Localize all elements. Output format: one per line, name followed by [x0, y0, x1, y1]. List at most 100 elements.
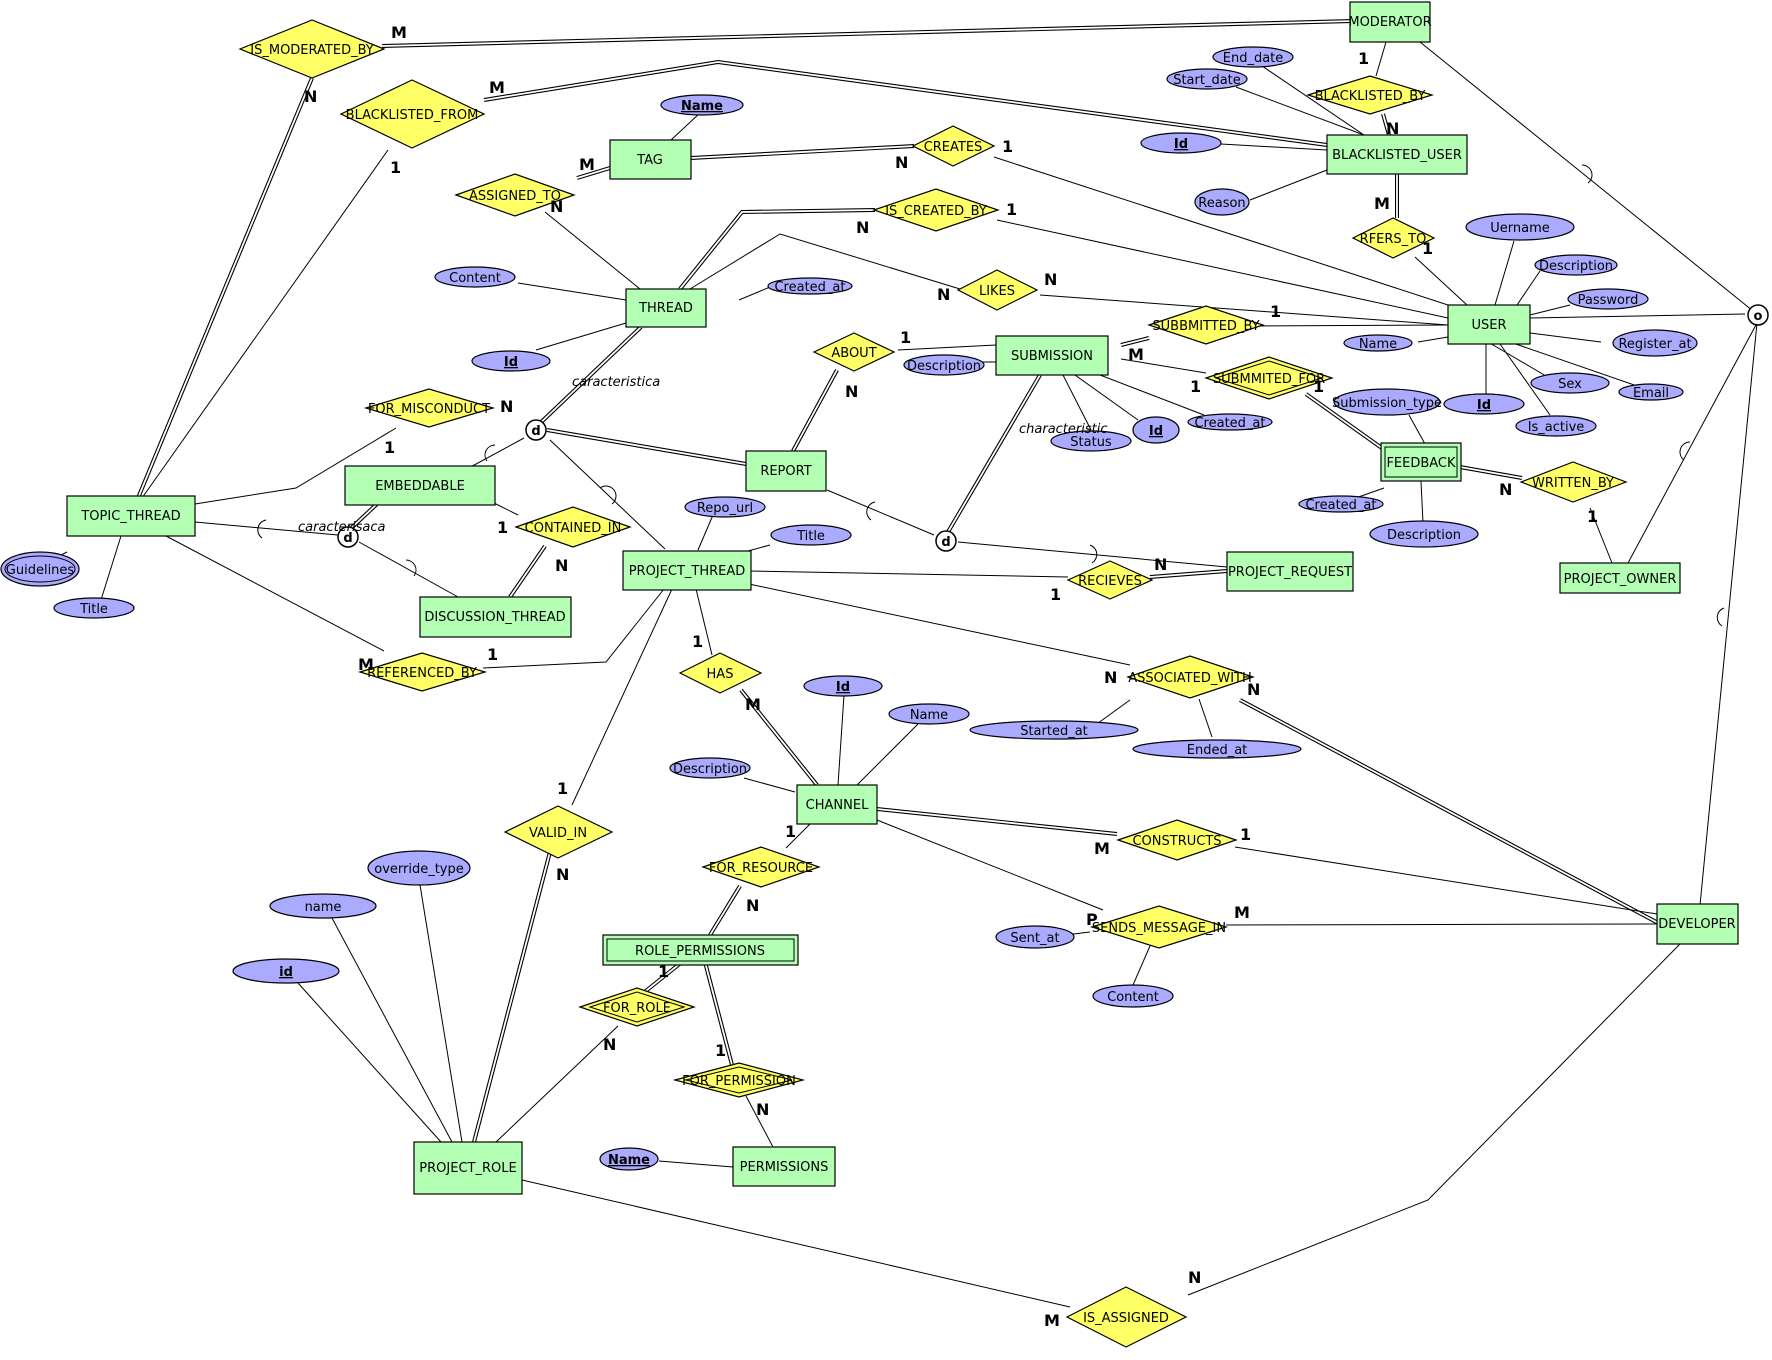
- rel-for-resource[interactable]: FOR_RESOURCE: [701, 846, 821, 888]
- attr-started-at[interactable]: Started_at: [969, 720, 1139, 740]
- rel-written-by[interactable]: WRITTEN_BY: [1519, 461, 1628, 503]
- attribute-label: Created_at: [1305, 498, 1376, 513]
- attr-role-name[interactable]: name: [269, 893, 377, 919]
- attr-guidelines[interactable]: Guidelines: [0, 551, 80, 587]
- attr-feedback-description[interactable]: Description: [1369, 520, 1479, 548]
- attr-user-id[interactable]: Id: [1443, 393, 1525, 415]
- rel-for-misconduct[interactable]: FOR_MISCONDUCT: [363, 388, 496, 428]
- rel-submmited-for[interactable]: SUBMMITED_FOR: [1204, 356, 1334, 400]
- rel-is-moderated-by[interactable]: IS_MODERATED_BY: [238, 19, 386, 79]
- rel-associated-with[interactable]: ASSOCIATED_WITH: [1126, 655, 1255, 699]
- attr-override-type[interactable]: override_type: [367, 850, 471, 886]
- attr-channel-description[interactable]: Description: [669, 757, 751, 779]
- relationship-label: REFERENCED_BY: [367, 666, 477, 681]
- attr-email[interactable]: Email: [1618, 383, 1684, 401]
- relationship-label: ABOUT: [831, 346, 876, 361]
- cardinality: M: [579, 155, 595, 174]
- attr-thread-created-at[interactable]: Created_at: [767, 277, 853, 295]
- entity-permissions[interactable]: PERMISSIONS: [732, 1146, 836, 1187]
- cardinality: N: [556, 865, 569, 884]
- attr-start-date[interactable]: Start_date: [1166, 68, 1248, 90]
- entity-label: PROJECT_OWNER: [1564, 572, 1677, 587]
- entity-thread[interactable]: THREAD: [625, 288, 707, 328]
- rel-about[interactable]: ABOUT: [812, 332, 896, 372]
- rel-rfers-to[interactable]: RFERS_TO: [1351, 217, 1436, 259]
- attr-uername[interactable]: Uername: [1465, 213, 1575, 241]
- attr-submission-created-at[interactable]: Created_at: [1187, 413, 1273, 431]
- attr-user-description[interactable]: Description: [1534, 254, 1618, 276]
- entity-report[interactable]: REPORT: [745, 450, 827, 492]
- rel-constructs[interactable]: CONSTRUCTS: [1116, 819, 1238, 861]
- rel-sends-message-in[interactable]: SENDS_MESSAGE_IN: [1089, 905, 1229, 949]
- cardinality: M: [489, 78, 505, 97]
- attribute-label: Register_at: [1618, 337, 1691, 352]
- rel-has[interactable]: HAS: [678, 652, 763, 694]
- attr-blacklisted-id[interactable]: Id: [1140, 132, 1222, 154]
- rel-blacklisted-from[interactable]: BLACKLISTED_FROM: [339, 79, 486, 149]
- attr-tag-name[interactable]: Name: [660, 94, 744, 116]
- rel-recieves[interactable]: RECIEVES: [1066, 560, 1154, 600]
- attr-content[interactable]: Content: [434, 266, 516, 288]
- attr-project-title[interactable]: Title: [770, 524, 852, 546]
- attr-sex[interactable]: Sex: [1530, 372, 1610, 394]
- rel-for-role[interactable]: FOR_ROLE: [578, 987, 696, 1027]
- attribute-label: Name: [1359, 337, 1397, 352]
- attr-feedback-created-at[interactable]: Created_at: [1298, 495, 1384, 513]
- attr-submission-id[interactable]: Id: [1132, 416, 1180, 444]
- rel-for-permission[interactable]: FOR_PERMISSION: [672, 1062, 806, 1098]
- attr-register-at[interactable]: Register_at: [1612, 329, 1698, 357]
- attr-is-active[interactable]: Is_active: [1515, 415, 1597, 437]
- rel-is-created-by[interactable]: IS_CREATED_BY: [872, 188, 1000, 232]
- attr-topic-title[interactable]: Title: [53, 597, 135, 619]
- cardinality: M: [1128, 345, 1144, 364]
- entity-tag[interactable]: TAG: [609, 139, 692, 180]
- entity-project-owner[interactable]: PROJECT_OWNER: [1559, 562, 1681, 594]
- attr-message-content[interactable]: Content: [1092, 984, 1174, 1008]
- attr-submission-type[interactable]: Submission_type: [1332, 388, 1442, 416]
- attribute-label: Name: [681, 99, 723, 114]
- entity-project-request[interactable]: PROJECT_REQUEST: [1226, 551, 1354, 592]
- entity-feedback[interactable]: FEEDBACK: [1380, 442, 1462, 482]
- rel-subbmitted-by[interactable]: SUBBMITTED_BY: [1147, 305, 1265, 345]
- entity-blacklisted-user[interactable]: BLACKLISTED_USER: [1326, 134, 1468, 175]
- attr-reason[interactable]: Reason: [1194, 188, 1250, 216]
- entity-developer[interactable]: DEVELOPER: [1656, 903, 1739, 945]
- cardinality: N: [1247, 680, 1260, 699]
- rel-assigned-to[interactable]: ASSIGNED_TO: [454, 173, 576, 217]
- attr-channel-id[interactable]: Id: [803, 675, 883, 697]
- attr-permission-name[interactable]: Name: [599, 1147, 659, 1171]
- entity-channel[interactable]: CHANNEL: [796, 784, 878, 825]
- rel-contained-in[interactable]: CONTAINED_IN: [514, 506, 632, 548]
- attr-ended-at[interactable]: Ended_at: [1132, 739, 1302, 759]
- attr-repo-url[interactable]: Repo_url: [684, 496, 766, 518]
- entity-project-thread[interactable]: PROJECT_THREAD: [622, 550, 752, 591]
- attr-submission-description[interactable]: Description: [903, 354, 985, 376]
- entity-label: THREAD: [638, 301, 693, 316]
- rel-valid-in[interactable]: VALID_IN: [503, 805, 614, 859]
- rel-creates[interactable]: CREATES: [911, 125, 996, 167]
- attr-status[interactable]: Status: [1050, 430, 1132, 452]
- rel-is-assigned[interactable]: IS_ASSIGNED: [1065, 1286, 1188, 1348]
- cardinality: 1: [384, 438, 395, 457]
- attr-password[interactable]: Password: [1567, 288, 1649, 310]
- rel-blacklisted-by[interactable]: BLACKLISTED_BY: [1305, 75, 1435, 115]
- rel-referenced-by[interactable]: REFERENCED_BY: [357, 652, 488, 692]
- entity-topic-thread[interactable]: TOPIC_THREAD: [66, 495, 196, 537]
- entity-submission[interactable]: SUBMISSION: [995, 335, 1109, 376]
- attr-thread-id[interactable]: Id: [471, 350, 551, 372]
- entity-label: FEEDBACK: [1386, 456, 1456, 471]
- attr-role-id[interactable]: id: [232, 958, 340, 984]
- entity-project-role[interactable]: PROJECT_ROLE: [413, 1141, 523, 1195]
- attribute-label: Repo_url: [697, 501, 753, 516]
- attr-channel-name[interactable]: Name: [888, 703, 970, 725]
- entity-label: EMBEDDABLE: [375, 479, 465, 494]
- attr-sent-at[interactable]: Sent_at: [995, 925, 1075, 949]
- entity-discussion-thread[interactable]: DISCUSSION_THREAD: [419, 596, 572, 638]
- attr-end-date[interactable]: End_date: [1212, 46, 1294, 68]
- entity-user[interactable]: USER: [1447, 304, 1531, 345]
- rel-likes[interactable]: LIKES: [956, 269, 1039, 311]
- entity-moderator[interactable]: MODERATOR: [1348, 1, 1432, 43]
- entity-embeddable[interactable]: EMBEDDABLE: [344, 465, 496, 506]
- attr-user-name[interactable]: Name: [1343, 334, 1413, 352]
- entity-role-permissions[interactable]: ROLE_PERMISSIONS: [602, 934, 799, 966]
